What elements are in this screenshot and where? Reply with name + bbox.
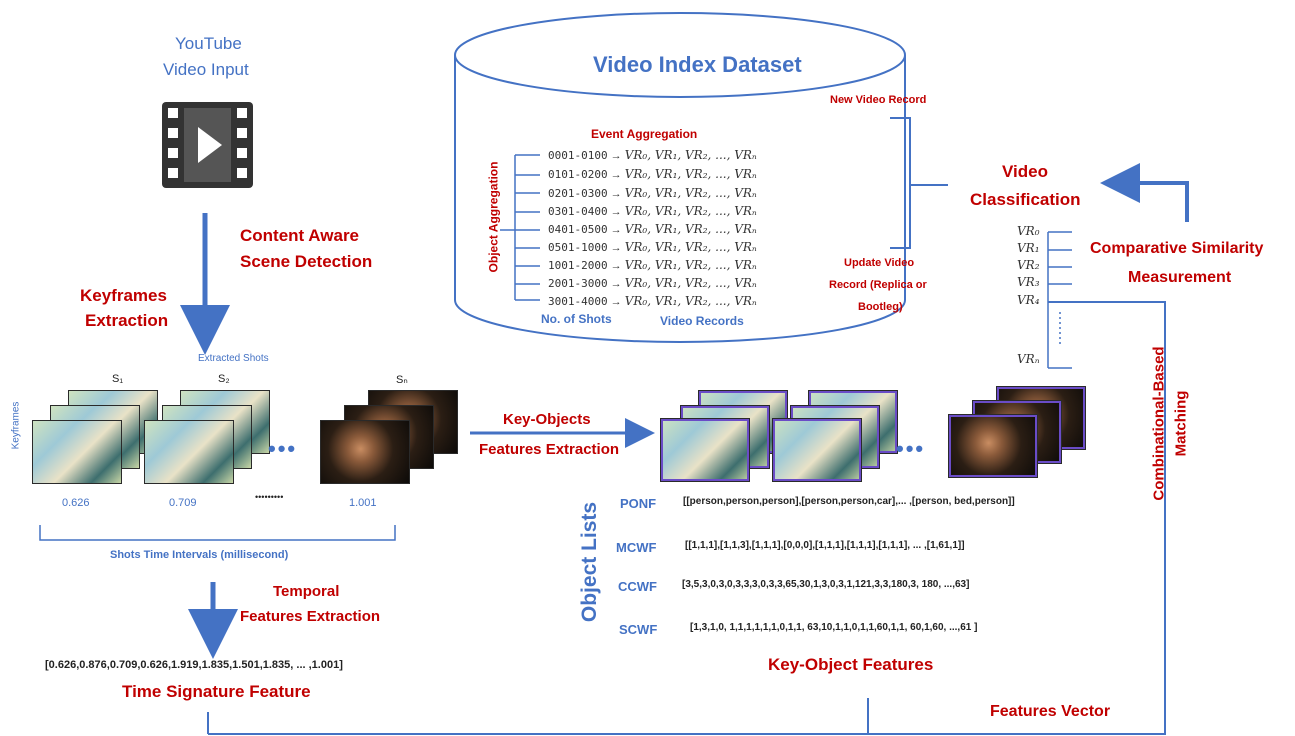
feature-name-mcwf: MCWF [616, 540, 657, 555]
shots-interval-bracket [39, 525, 396, 541]
features-vector-label: Features Vector [990, 703, 1111, 720]
classification-line2: Classification [970, 190, 1081, 209]
keyframes-line1: Keyframes [80, 286, 167, 305]
update-record-line2: Record (Replica or [829, 279, 927, 291]
dataset-row: 0301-0400 → VR₀, VR₁, VR₂, ..., VRₙ [548, 204, 757, 218]
time-interval-caption: Shots Time Intervals (millisecond) [110, 549, 289, 561]
keyframe-thumbnail [320, 420, 410, 484]
features-vector-line [207, 301, 1166, 735]
dataset-row: 3001-4000 → VR₀, VR₁, VR₂, ..., VRₙ [548, 294, 757, 308]
feature-value-ponf: [[person,person,person],[person,person,c… [683, 496, 1015, 507]
feature-name-ponf: PONF [620, 496, 657, 511]
similarity-line1: Comparative Similarity [1090, 240, 1264, 257]
shots-ellipsis: ••• [268, 436, 298, 461]
dataset-title: Video Index Dataset [593, 52, 802, 77]
input-title-line1: YouTube [175, 34, 242, 53]
object-aggregation-bracket [500, 154, 540, 301]
record-update-bracket [890, 117, 948, 249]
object-frame [660, 418, 750, 482]
objects-ellipsis: ••• [896, 436, 926, 461]
object-aggregation-label: Object Aggregation [486, 161, 501, 273]
keyframes-line2: Extraction [85, 311, 169, 330]
content-aware-line2: Scene Detection [240, 252, 373, 271]
feature-name-scwf: SCWF [619, 622, 658, 637]
time-value-2: 0.709 [169, 497, 197, 509]
key-objects-line2: Features Extraction [479, 441, 620, 458]
temporal-line1: Temporal [273, 583, 340, 600]
similarity-arrow [1100, 163, 1189, 222]
video-records-label: Video Records [660, 314, 744, 328]
feature-value-ccwf: [3,5,3,0,3,0,3,3,3,0,3,3,65,30,1,3,0,3,1… [682, 579, 970, 590]
feature-name-ccwf: CCWF [618, 579, 657, 594]
dataset-row: 0201-0300 → VR₀, VR₁, VR₂, ..., VRₙ [548, 186, 757, 200]
feature-value-mcwf: [[1,1,1],[1,1,3],[1,1,1],[0,0,0],[1,1,1]… [685, 540, 965, 551]
shot-label-n: Sₙ [396, 374, 408, 386]
vr-item-4: VR₄ [1017, 293, 1040, 307]
vr-item-2: VR₂ [1017, 258, 1040, 272]
event-aggregation-label: Event Aggregation [591, 127, 698, 141]
video-film-icon [160, 100, 255, 190]
shot-label-2: S₂ [218, 373, 230, 385]
time-value-1: 0.626 [62, 497, 90, 509]
time-value-ellipsis: ••••••••• [255, 492, 284, 502]
dataset-row: 0101-0200 → VR₀, VR₁, VR₂, ..., VRₙ [548, 167, 757, 181]
vr-item-n: VRₙ [1017, 352, 1040, 366]
matching-line2: Matching [1172, 390, 1190, 457]
new-record-label: New Video Record [830, 94, 927, 106]
dataset-row: 1001-2000 → VR₀, VR₁, VR₂, ..., VRₙ [548, 258, 757, 272]
matching-label: Combinational-Based Matching [1130, 331, 1220, 521]
temporal-line2: Features Extraction [240, 608, 381, 625]
input-title-line2: Video Input [163, 60, 249, 79]
vr-item-0: VR₀ [1017, 224, 1040, 238]
time-value-n: 1.001 [349, 497, 377, 509]
time-signature-label: Time Signature Feature [122, 682, 311, 701]
update-record-line1: Update Video [844, 257, 915, 269]
dataset-row: 0401-0500 → VR₀, VR₁, VR₂, ..., VRₙ [548, 222, 757, 236]
object-frame [772, 418, 862, 482]
database-cylinder [454, 12, 906, 343]
shot-label-1: S₁ [112, 373, 124, 385]
content-aware-line1: Content Aware [240, 226, 360, 245]
feature-value-scwf: [1,3,1,0, 1,1,1,1,1,1,0,1,1, 63,10,1,1,0… [690, 622, 978, 633]
keyframe-thumbnail [32, 420, 122, 484]
key-objects-line1: Key-Objects [503, 411, 591, 428]
update-record-line3: Bootleg) [858, 301, 903, 313]
time-signature-vector: [0.626,0.876,0.709,0.626,1.919,1.835,1.5… [45, 659, 343, 671]
vr-item-1: VR₁ [1017, 241, 1040, 255]
dataset-row: 0501-1000 → VR₀, VR₁, VR₂, ..., VRₙ [548, 240, 757, 254]
similarity-line2: Measurement [1128, 269, 1232, 286]
object-frame [948, 414, 1038, 478]
no-of-shots-label: No. of Shots [541, 312, 612, 326]
extracted-shots-label: Extracted Shots [198, 353, 269, 364]
classification-line1: Video [1002, 162, 1048, 181]
dataset-row: 2001-3000 → VR₀, VR₁, VR₂, ..., VRₙ [548, 276, 757, 290]
vr-list-bracket [1047, 231, 1072, 369]
keyframes-axis-label: Keyframes [10, 401, 22, 450]
keyframe-thumbnail [144, 420, 234, 484]
object-lists-label: Object Lists [578, 501, 602, 623]
dataset-row: 0001-0100 → VR₀, VR₁, VR₂, ..., VRₙ [548, 148, 757, 162]
key-object-features-label: Key-Object Features [768, 655, 934, 674]
vr-item-3: VR₃ [1017, 275, 1040, 289]
matching-line1: Combinational-Based [1150, 346, 1168, 501]
